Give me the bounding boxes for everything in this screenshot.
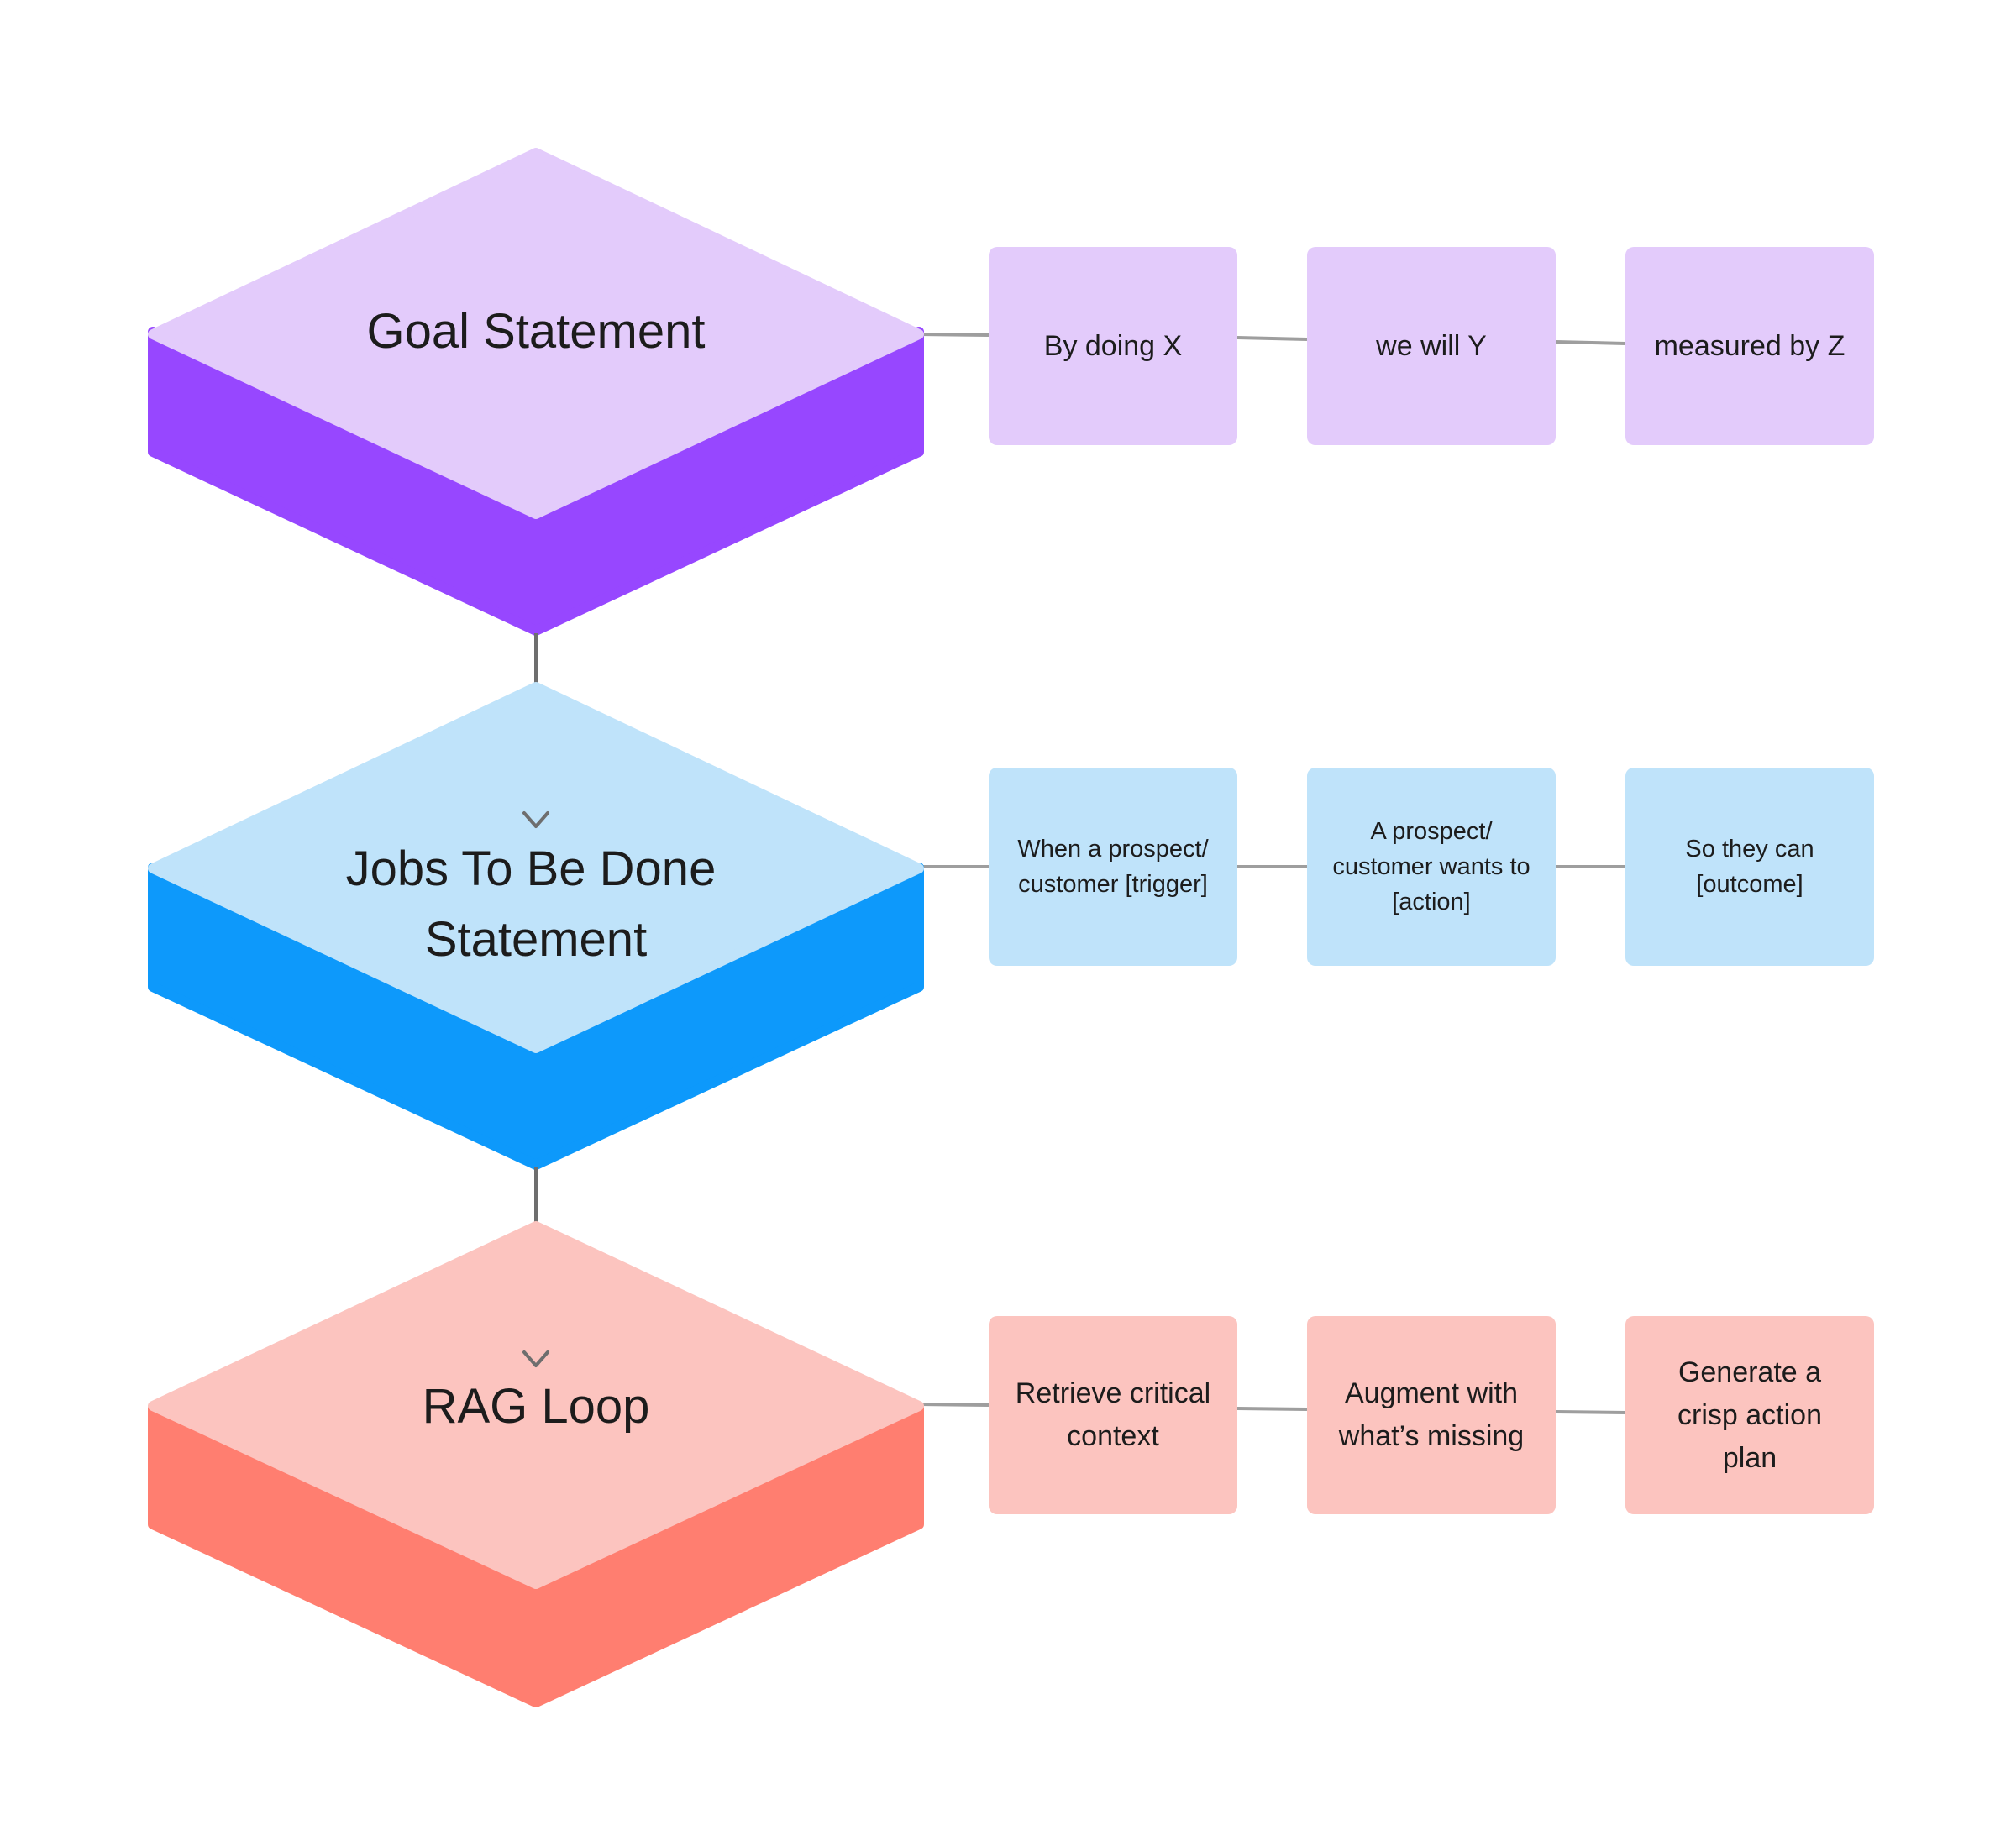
rag-step-3: Generate a crisp action plan [1625, 1316, 1874, 1514]
rag-title: RAG Loop [423, 1379, 650, 1434]
jtbd-step-1: When a prospect/ customer [trigger] [989, 768, 1237, 966]
goal-step-3-label: measured by Z [1654, 330, 1845, 362]
goal-title: Goal Statement [367, 304, 706, 359]
goal-step-1: By doing X [989, 247, 1237, 445]
jtbd-step-3: So they can [outcome] [1625, 768, 1874, 966]
arrow-goal-to-jtbd-head [522, 811, 549, 828]
goal-step-2-label: we will Y [1376, 330, 1487, 362]
jtbd-title-line2: Statement [425, 912, 647, 967]
goal-diamond-top [148, 148, 924, 519]
goal-step-3: measured by Z [1625, 247, 1874, 445]
rag-step-2: Augment with what’s missing [1307, 1316, 1556, 1514]
jtbd-step-2-label: A prospect/ customer wants to [action] [1332, 818, 1530, 915]
jtbd-step-2: A prospect/ customer wants to [action] [1307, 768, 1556, 966]
jtbd-step-3-label: So they can [outcome] [1685, 836, 1814, 898]
goal-connectors [918, 333, 1626, 345]
connector-rag-step2-to-step3 [1555, 1410, 1626, 1414]
arrow-jtbd-to-rag-head [522, 1350, 549, 1367]
connector-goal-to-step1 [918, 333, 990, 337]
jtbd-diamond-top [148, 682, 924, 1053]
rag-step-2-label: Augment with what’s missing [1338, 1377, 1525, 1452]
jtbd-diamond: Jobs To Be Done Statement [148, 682, 924, 1170]
rag-diamond-top [148, 1221, 924, 1589]
goal-step-2: we will Y [1307, 247, 1556, 445]
rag-diamond: RAG Loop [148, 1221, 924, 1707]
goal-diamond: Goal Statement [148, 148, 924, 636]
rag-step-3-label: Generate a crisp action plan [1677, 1356, 1822, 1474]
connector-goal-step1-to-step2 [1236, 336, 1308, 341]
rag-connectors [918, 1403, 1626, 1414]
rag-step-1: Retrieve critical context [989, 1316, 1237, 1514]
jtbd-title-line1: Jobs To Be Done [346, 842, 717, 896]
connector-goal-step2-to-step3 [1555, 340, 1626, 345]
connector-rag-to-step1 [918, 1403, 990, 1407]
goal-step-1-label: By doing X [1043, 330, 1183, 362]
jtbd-step-1-label: When a prospect/ customer [trigger] [1017, 836, 1209, 898]
connector-rag-step1-to-step2 [1236, 1407, 1308, 1411]
rag-step-1-label: Retrieve critical context [1015, 1377, 1211, 1452]
